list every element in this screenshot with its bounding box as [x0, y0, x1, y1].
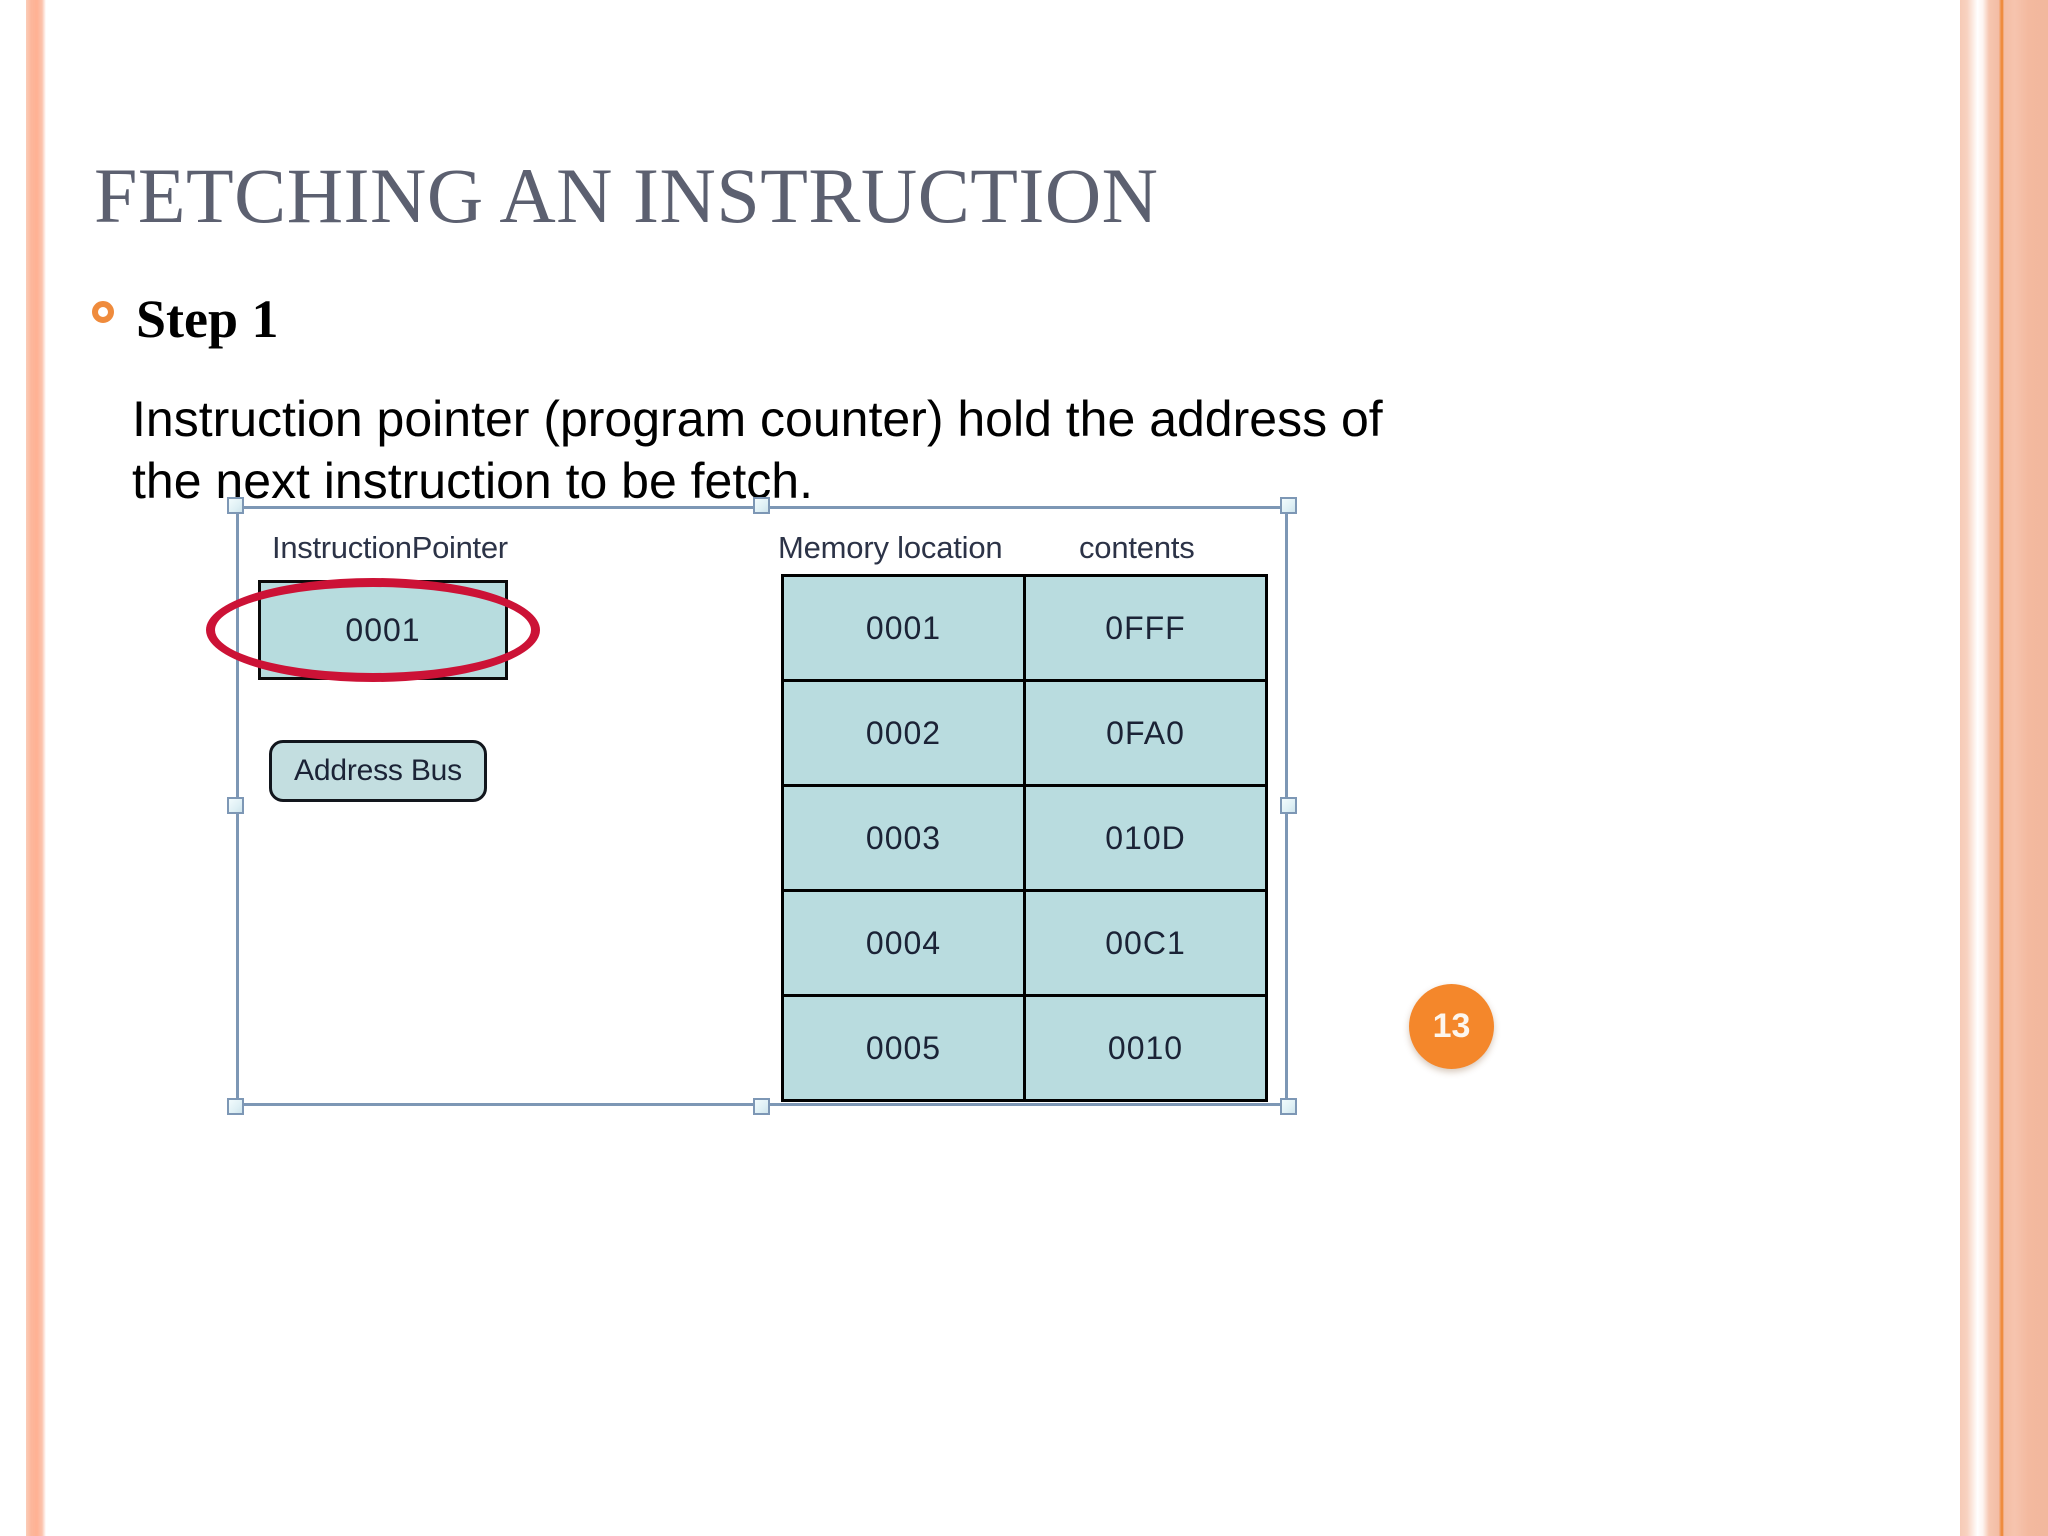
- instruction-pointer-label: InstructionPointer: [272, 530, 508, 565]
- memory-contents-cell: 010D: [1023, 784, 1268, 892]
- table-row: 0003 010D: [781, 784, 1268, 892]
- memory-location-cell: 0001: [781, 574, 1026, 682]
- body-paragraph: Instruction pointer (program counter) ho…: [132, 391, 1383, 509]
- table-row: 0002 0FA0: [781, 679, 1268, 787]
- memory-table-body: 0001 0FFF 0002 0FA0 0003 010D 0004 00C1 …: [781, 574, 1268, 1102]
- step-label: Step 1: [136, 289, 279, 349]
- page-title: FETCHING AN INSTRUCTION: [94, 152, 1159, 239]
- diagram-selection-frame[interactable]: [227, 497, 1297, 1115]
- ring-bullet-icon: [92, 301, 114, 323]
- left-decorative-stripe: [26, 0, 46, 1536]
- memory-location-cell: 0002: [781, 679, 1026, 787]
- resize-handle-bottom-center[interactable]: [753, 1098, 770, 1115]
- red-highlight-ellipse-icon: [206, 578, 540, 682]
- resize-handle-bottom-left[interactable]: [227, 1098, 244, 1115]
- table-row: 0004 00C1: [781, 889, 1268, 997]
- page-number-badge: 13: [1409, 984, 1494, 1069]
- table-row: 0005 0010: [781, 994, 1268, 1102]
- resize-handle-middle-left[interactable]: [227, 797, 244, 814]
- memory-contents-cell: 0FFF: [1023, 574, 1268, 682]
- memory-contents-cell: 0FA0: [1023, 679, 1268, 787]
- table-row: 0001 0FFF: [781, 574, 1268, 682]
- memory-contents-cell: 0010: [1023, 994, 1268, 1102]
- memory-location-cell: 0005: [781, 994, 1026, 1102]
- memory-contents-header: contents: [1079, 530, 1195, 565]
- address-bus-box: Address Bus: [269, 740, 487, 802]
- right-decorative-band: [1960, 0, 2048, 1536]
- memory-table: 0001 0FFF 0002 0FA0 0003 010D 0004 00C1 …: [781, 574, 1268, 1102]
- resize-handle-bottom-right[interactable]: [1280, 1098, 1297, 1115]
- memory-contents-cell: 00C1: [1023, 889, 1268, 997]
- resize-handle-top-left[interactable]: [227, 497, 244, 514]
- resize-handle-top-center[interactable]: [753, 497, 770, 514]
- resize-handle-top-right[interactable]: [1280, 497, 1297, 514]
- resize-handle-middle-right[interactable]: [1280, 797, 1297, 814]
- memory-location-cell: 0004: [781, 889, 1026, 997]
- left-margin: [0, 0, 26, 1536]
- memory-location-header: Memory location: [778, 530, 1003, 565]
- right-separator: [1950, 0, 1960, 1536]
- step-bullet-row: Step 1: [92, 288, 279, 350]
- memory-location-cell: 0003: [781, 784, 1026, 892]
